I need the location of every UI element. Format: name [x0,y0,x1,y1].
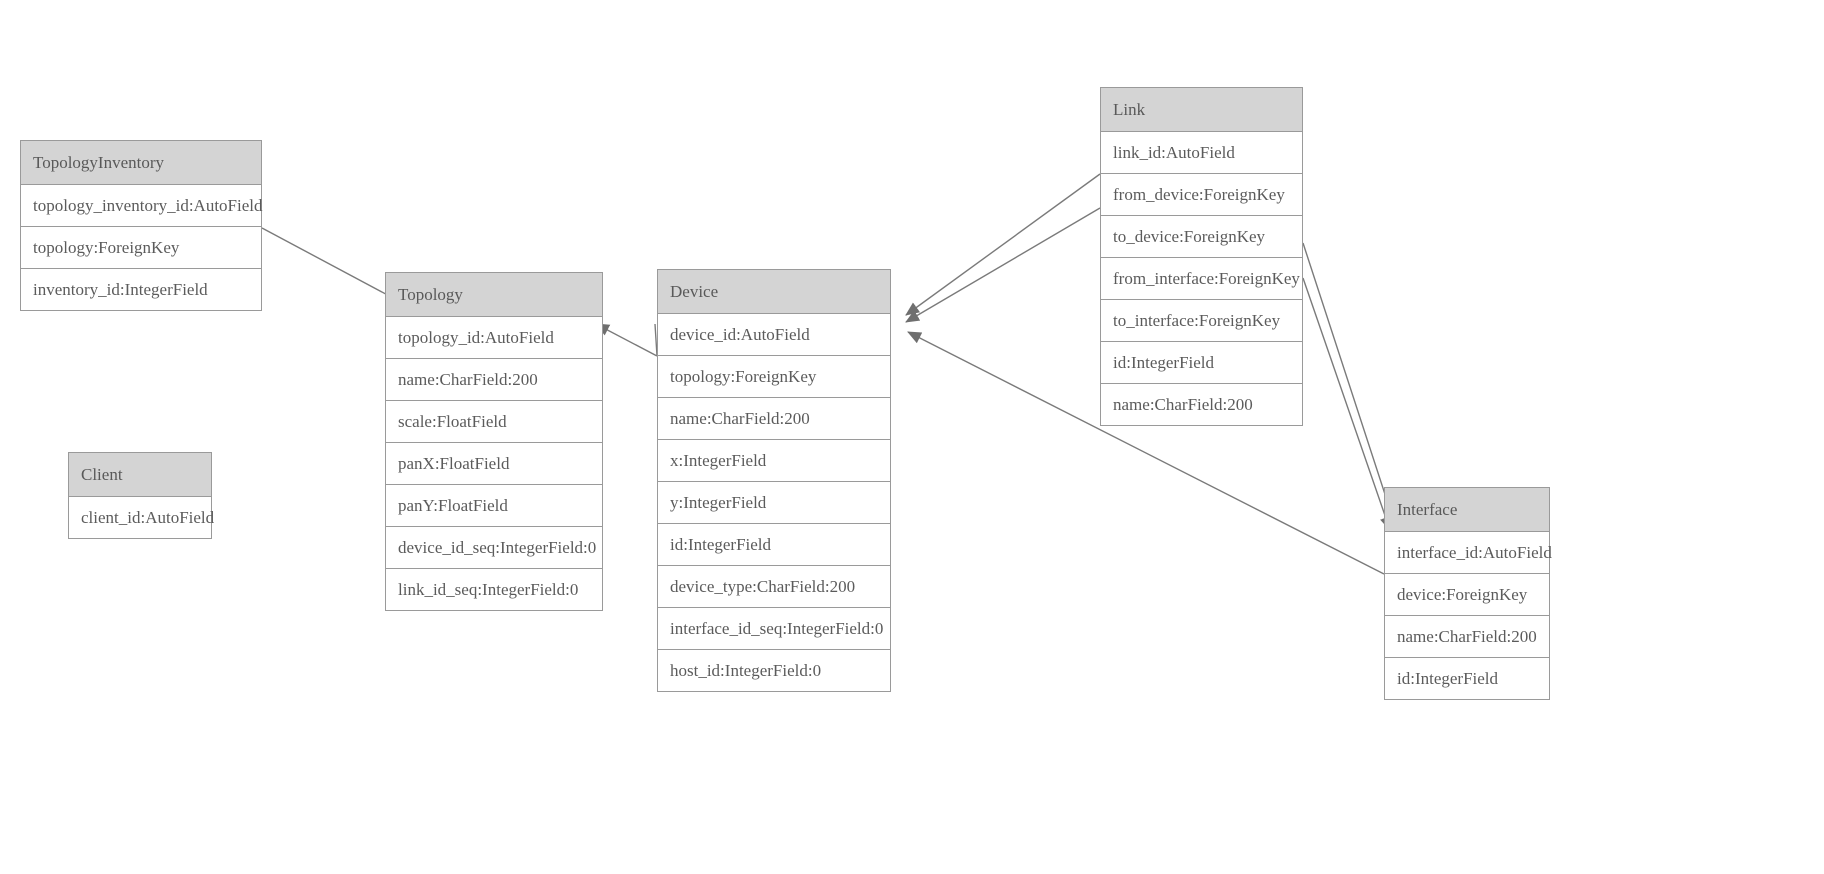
entity-field: interface_id:AutoField [1385,532,1552,574]
entity-field-list: device_id:AutoField topology:ForeignKey … [658,314,890,691]
entity-field: panX:FloatField [386,443,602,485]
entity-field: topology_id:AutoField [386,317,602,359]
entity-topology-inventory[interactable]: TopologyInventory topology_inventory_id:… [20,140,263,311]
entity-field: id:IntegerField [658,524,890,566]
entity-field: device_id_seq:IntegerField:0 [386,527,602,569]
entity-field: inventory_id:IntegerField [21,269,261,310]
entity-field: from_device:ForeignKey [1101,174,1302,216]
entity-title: Client [69,453,211,497]
entity-field: link_id_seq:IntegerField:0 [386,569,602,610]
entity-title: Link [1101,88,1302,132]
entity-field-list: interface_id:AutoField device:ForeignKey… [1385,532,1552,699]
entity-field: panY:FloatField [386,485,602,527]
entity-interface[interactable]: Interface interface_id:AutoField device:… [1384,487,1552,700]
entity-device[interactable]: Device device_id:AutoField topology:Fore… [657,269,891,692]
entity-field: name:CharField:200 [386,359,602,401]
entity-field: host_id:IntegerField:0 [658,650,890,691]
entity-field: id:IntegerField [1101,342,1302,384]
entity-client[interactable]: Client client_id:AutoField [68,452,214,539]
entity-field-list: link_id:AutoField from_device:ForeignKey… [1101,132,1302,425]
entity-field: link_id:AutoField [1101,132,1302,174]
entity-field: device_id:AutoField [658,314,890,356]
entity-field: topology:ForeignKey [21,227,261,269]
entity-field: name:CharField:200 [1101,384,1302,425]
entity-field: scale:FloatField [386,401,602,443]
entity-title: Device [658,270,890,314]
relationship-link-from-interface [1302,242,1398,529]
entity-title: TopologyInventory [21,141,261,185]
entity-field: x:IntegerField [658,440,890,482]
entity-field: topology:ForeignKey [658,356,890,398]
entity-field: from_interface:ForeignKey [1101,258,1302,300]
relationship-link-to-device [905,207,1101,323]
entity-field: id:IntegerField [1385,658,1549,699]
entity-field: device:ForeignKey [1385,574,1549,616]
entity-field-list: client_id:AutoField [69,497,214,538]
entity-title: Interface [1385,488,1549,532]
entity-field-list: topology_id:AutoField name:CharField:200… [386,317,602,610]
entity-title: Topology [386,273,602,317]
entity-field: name:CharField:200 [1385,616,1549,658]
entity-field: device_type:CharField:200 [658,566,890,608]
relationship-link-to-interface [1302,277,1392,531]
entity-field: to_device:ForeignKey [1101,216,1302,258]
entity-field: to_interface:ForeignKey [1101,300,1302,342]
entity-topology[interactable]: Topology topology_id:AutoField name:Char… [385,272,603,611]
entity-field: topology_inventory_id:AutoField [21,185,263,227]
entity-field: y:IntegerField [658,482,890,524]
relationship-device-topology [595,323,658,357]
entity-field-list: topology_inventory_id:AutoField topology… [21,185,263,310]
entity-field: name:CharField:200 [658,398,890,440]
entity-field: interface_id_seq:IntegerField:0 [658,608,890,650]
relationship-link-from-device [905,173,1101,316]
entity-link[interactable]: Link link_id:AutoField from_device:Forei… [1100,87,1303,426]
entity-field: client_id:AutoField [69,497,214,538]
